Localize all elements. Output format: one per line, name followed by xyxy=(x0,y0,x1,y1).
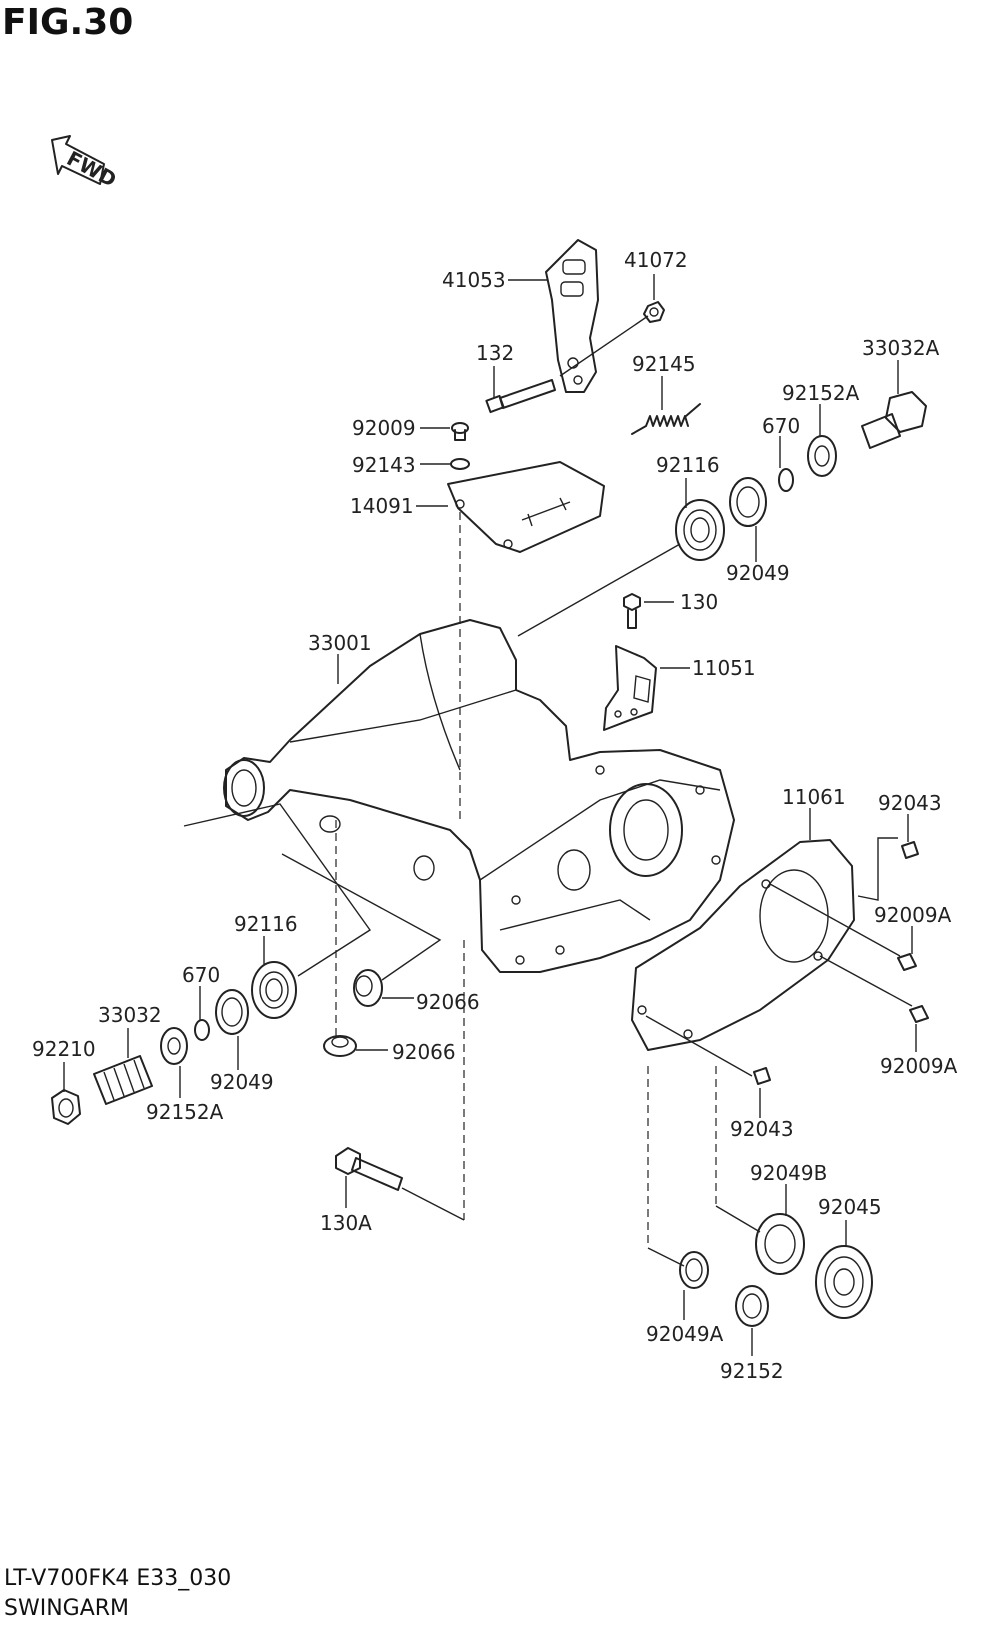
washer-92152A-left-drawing xyxy=(160,1027,188,1065)
nut-92210-drawing xyxy=(51,1089,81,1125)
o-ring-670-left-drawing xyxy=(194,1019,210,1041)
model-code: LT-V700FK4 E33_030 xyxy=(4,1566,232,1591)
part-label-14091: 14091 xyxy=(350,494,414,518)
swingarm-body-33001-drawing xyxy=(223,619,735,973)
part-label-670-top: 670 xyxy=(762,414,800,438)
bearing-92152-drawing xyxy=(735,1285,769,1327)
part-label-41072: 41072 xyxy=(624,248,688,272)
plug-92066-a-drawing xyxy=(353,969,383,1007)
washer-92143-drawing xyxy=(450,458,470,470)
nut-41072-drawing xyxy=(643,301,665,323)
bolt-132-drawing xyxy=(485,379,556,414)
o-ring-670-top-drawing xyxy=(778,468,794,492)
diagram-name: SWINGARM xyxy=(4,1596,130,1621)
part-label-92049A: 92049A xyxy=(646,1322,724,1346)
part-label-670-left: 670 xyxy=(182,963,220,987)
part-label-92009A-bottom: 92009A xyxy=(880,1054,958,1078)
part-label-92009: 92009 xyxy=(352,416,416,440)
part-label-92116-left: 92116 xyxy=(234,912,298,936)
dowel-92043-bottom-drawing xyxy=(753,1067,771,1085)
screw-92009A-top-drawing xyxy=(897,953,917,971)
part-label-92116-top: 92116 xyxy=(656,453,720,477)
assembly-guide-lines xyxy=(183,315,913,1267)
part-label-92049B: 92049B xyxy=(750,1161,827,1185)
part-label-92043-top: 92043 xyxy=(878,791,942,815)
part-label-92049-top: 92049 xyxy=(726,561,790,585)
adjuster-33032-drawing xyxy=(93,1055,153,1105)
plug-92066-b-drawing xyxy=(323,1035,357,1057)
screw-92009A-bottom-drawing xyxy=(909,1005,929,1023)
spring-92145-drawing xyxy=(631,403,701,435)
seal-92049-top-drawing xyxy=(729,477,767,527)
part-labels: 41053 41072 132 92145 33032A 92152A 9200… xyxy=(32,248,958,1383)
part-label-11051: 11051 xyxy=(692,656,756,680)
part-label-92043-bottom: 92043 xyxy=(730,1117,794,1141)
seal-92049-left-drawing xyxy=(215,989,249,1035)
bearing-92116-top-drawing xyxy=(675,499,725,561)
bracket-11051-drawing xyxy=(603,645,657,731)
bolt-130A-drawing xyxy=(335,1147,403,1191)
part-label-41053: 41053 xyxy=(442,268,506,292)
part-label-33032A: 33032A xyxy=(862,336,940,360)
bolt-130-drawing xyxy=(623,593,641,629)
dowel-92043-top-drawing xyxy=(901,841,919,859)
part-label-130: 130 xyxy=(680,590,718,614)
gasket-11061-drawing xyxy=(631,839,855,1051)
seal-92049A-drawing xyxy=(679,1251,709,1289)
part-label-92049-left: 92049 xyxy=(210,1070,274,1094)
part-label-92210: 92210 xyxy=(32,1037,96,1061)
chain-guide-bracket-drawing xyxy=(545,239,599,393)
part-label-92152: 92152 xyxy=(720,1359,784,1383)
part-label-92143: 92143 xyxy=(352,453,416,477)
leader-lines xyxy=(63,274,917,1356)
bearing-92045-drawing xyxy=(815,1245,873,1319)
part-label-11061: 11061 xyxy=(782,785,846,809)
part-label-92066-a: 92066 xyxy=(416,990,480,1014)
part-label-92152A-top: 92152A xyxy=(782,381,860,405)
part-label-132: 132 xyxy=(476,341,514,365)
fwd-arrow-icon: FWD xyxy=(51,135,120,192)
part-label-130A: 130A xyxy=(320,1211,372,1235)
adjuster-33032A-drawing xyxy=(861,391,927,449)
cover-plate-14091-drawing xyxy=(447,461,605,553)
fwd-label: FWD xyxy=(63,146,120,192)
part-label-92009A-top: 92009A xyxy=(874,903,952,927)
washer-92152A-top-drawing xyxy=(807,435,837,477)
seal-92049B-drawing xyxy=(755,1213,805,1275)
part-label-33032: 33032 xyxy=(98,1003,162,1027)
bearing-92116-left-drawing xyxy=(251,961,297,1019)
figure-title: FIG.30 xyxy=(2,2,134,43)
part-label-33001: 33001 xyxy=(308,631,372,655)
part-label-92145: 92145 xyxy=(632,352,696,376)
part-label-92152A-left: 92152A xyxy=(146,1100,224,1124)
part-label-92066-b: 92066 xyxy=(392,1040,456,1064)
part-label-92045: 92045 xyxy=(818,1195,882,1219)
screw-92009-drawing xyxy=(451,422,469,441)
